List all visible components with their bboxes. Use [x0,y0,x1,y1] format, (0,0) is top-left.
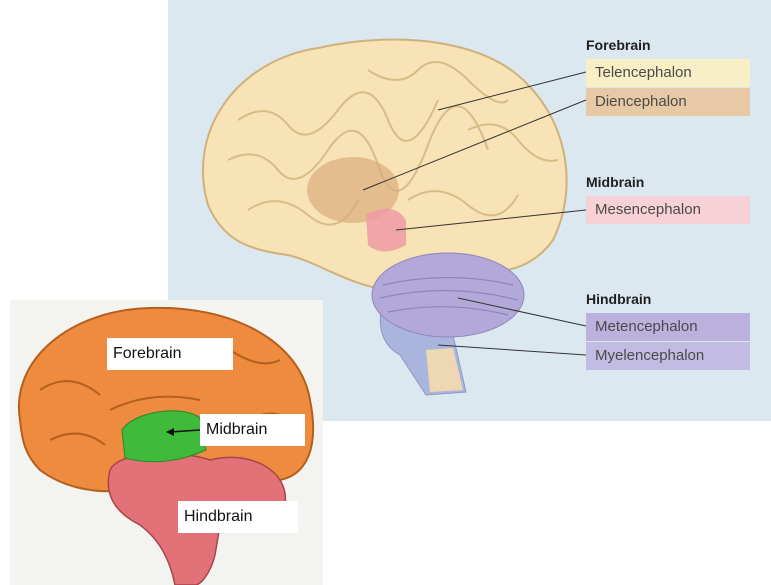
tag-diencephalon: Diencephalon [586,88,750,116]
heading-hindbrain: Hindbrain [586,291,651,307]
tag-telencephalon: Telencephalon [586,59,750,87]
tag-metencephalon: Metencephalon [586,313,750,341]
tag-myelencephalon: Myelencephalon [586,342,750,370]
inset-label-hindbrain: Hindbrain [178,501,298,533]
heading-forebrain: Forebrain [586,37,651,53]
inset-label-forebrain: Forebrain [107,338,233,370]
heading-midbrain: Midbrain [586,174,644,190]
tag-mesencephalon: Mesencephalon [586,196,750,224]
inset-brain-figure: Forebrain Midbrain Hindbrain [10,300,323,585]
inset-label-midbrain: Midbrain [200,414,305,446]
